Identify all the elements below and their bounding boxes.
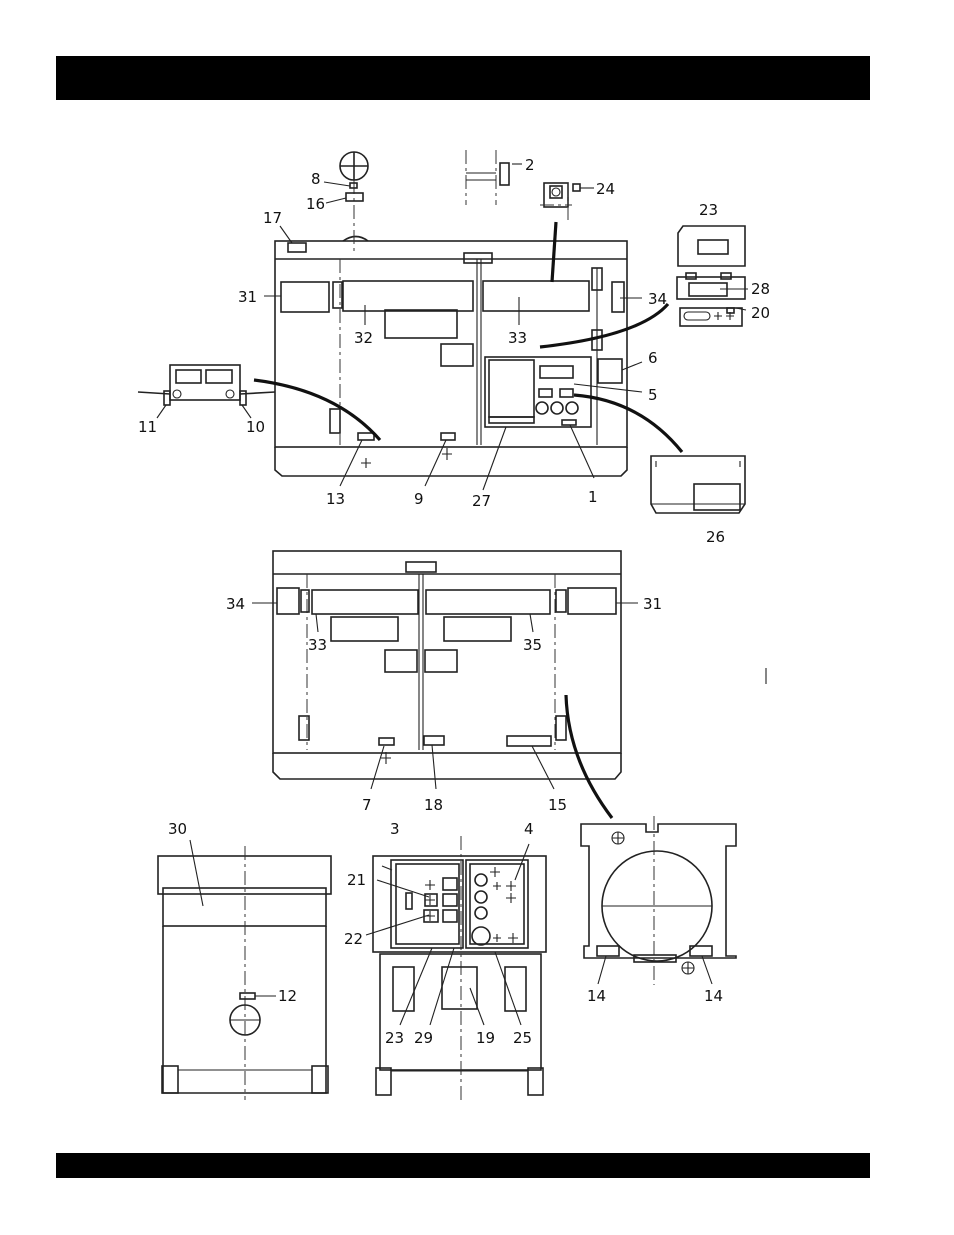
rear-view [158,846,331,1100]
callout-20: 20 [751,304,770,322]
radiator-view [581,816,736,985]
callout-17: 17 [263,209,282,227]
callout-23-top: 23 [699,201,718,219]
callout-3: 3 [390,820,400,838]
callout-34-lower: 34 [226,595,245,613]
callout-34-upper: 34 [648,290,667,308]
callout-4: 4 [524,820,534,838]
callout-33-lower: 33 [308,636,327,654]
callout-10: 10 [246,418,265,436]
callout-35: 35 [523,636,542,654]
callout-21: 21 [347,871,366,889]
callout-24: 24 [596,180,615,198]
callout-19: 19 [476,1029,495,1047]
callout-13: 13 [326,490,345,508]
callout-16: 16 [306,195,325,213]
callout-28: 28 [751,280,770,298]
callout-12: 12 [278,987,297,1005]
callout-18: 18 [424,796,443,814]
callout-labels: 8 16 17 2 24 23 28 20 31 34 32 33 6 5 11… [138,156,770,1047]
callout-7: 7 [362,796,372,814]
side-view-right [138,150,745,513]
callout-2: 2 [525,156,535,174]
callout-14-right: 14 [704,987,723,1005]
callout-15: 15 [548,796,567,814]
callout-25: 25 [513,1029,532,1047]
callout-33-upper: 33 [508,329,527,347]
callout-30: 30 [168,820,187,838]
callout-22: 22 [344,930,363,948]
callout-1: 1 [588,488,598,506]
callout-29: 29 [414,1029,433,1047]
front-view [373,836,546,1100]
callout-32: 32 [354,329,373,347]
callout-23-bottom: 23 [385,1029,404,1047]
callout-26: 26 [706,528,725,546]
callout-31-lower: 31 [643,595,662,613]
callout-5: 5 [648,386,658,404]
callout-11: 11 [138,418,157,436]
callout-8: 8 [311,170,321,188]
callout-31-upper: 31 [238,288,257,306]
callout-14-left: 14 [587,987,606,1005]
callout-27: 27 [472,492,491,510]
side-view-left [273,551,766,818]
callout-6: 6 [648,349,658,367]
callout-9: 9 [414,490,424,508]
